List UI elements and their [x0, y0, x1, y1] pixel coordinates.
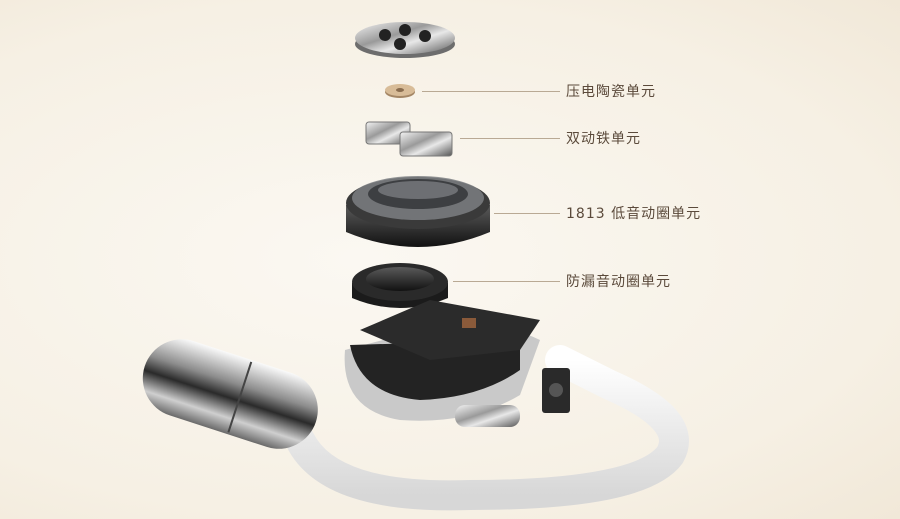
piezo-ceramic-unit [385, 84, 415, 98]
label-low-driver: 1813 低音动圈单元 [566, 206, 702, 222]
leader-line-low-driver [494, 213, 560, 214]
leader-line-leak-driver [453, 281, 560, 282]
label-leak-driver: 防漏音动圈单元 [566, 274, 671, 290]
leak-proof-driver [352, 263, 448, 308]
top-mesh-plate [355, 22, 455, 58]
leader-line-piezo [422, 91, 560, 92]
balanced-armature-unit [365, 121, 453, 157]
leader-line-armature [460, 138, 560, 139]
label-armature: 双动铁单元 [566, 131, 641, 147]
label-piezo: 压电陶瓷单元 [566, 84, 656, 100]
low-frequency-driver [346, 176, 490, 247]
housing-and-pcb [344, 300, 570, 427]
chrome-battery-capsule [142, 339, 318, 449]
ear-hook [285, 345, 689, 511]
